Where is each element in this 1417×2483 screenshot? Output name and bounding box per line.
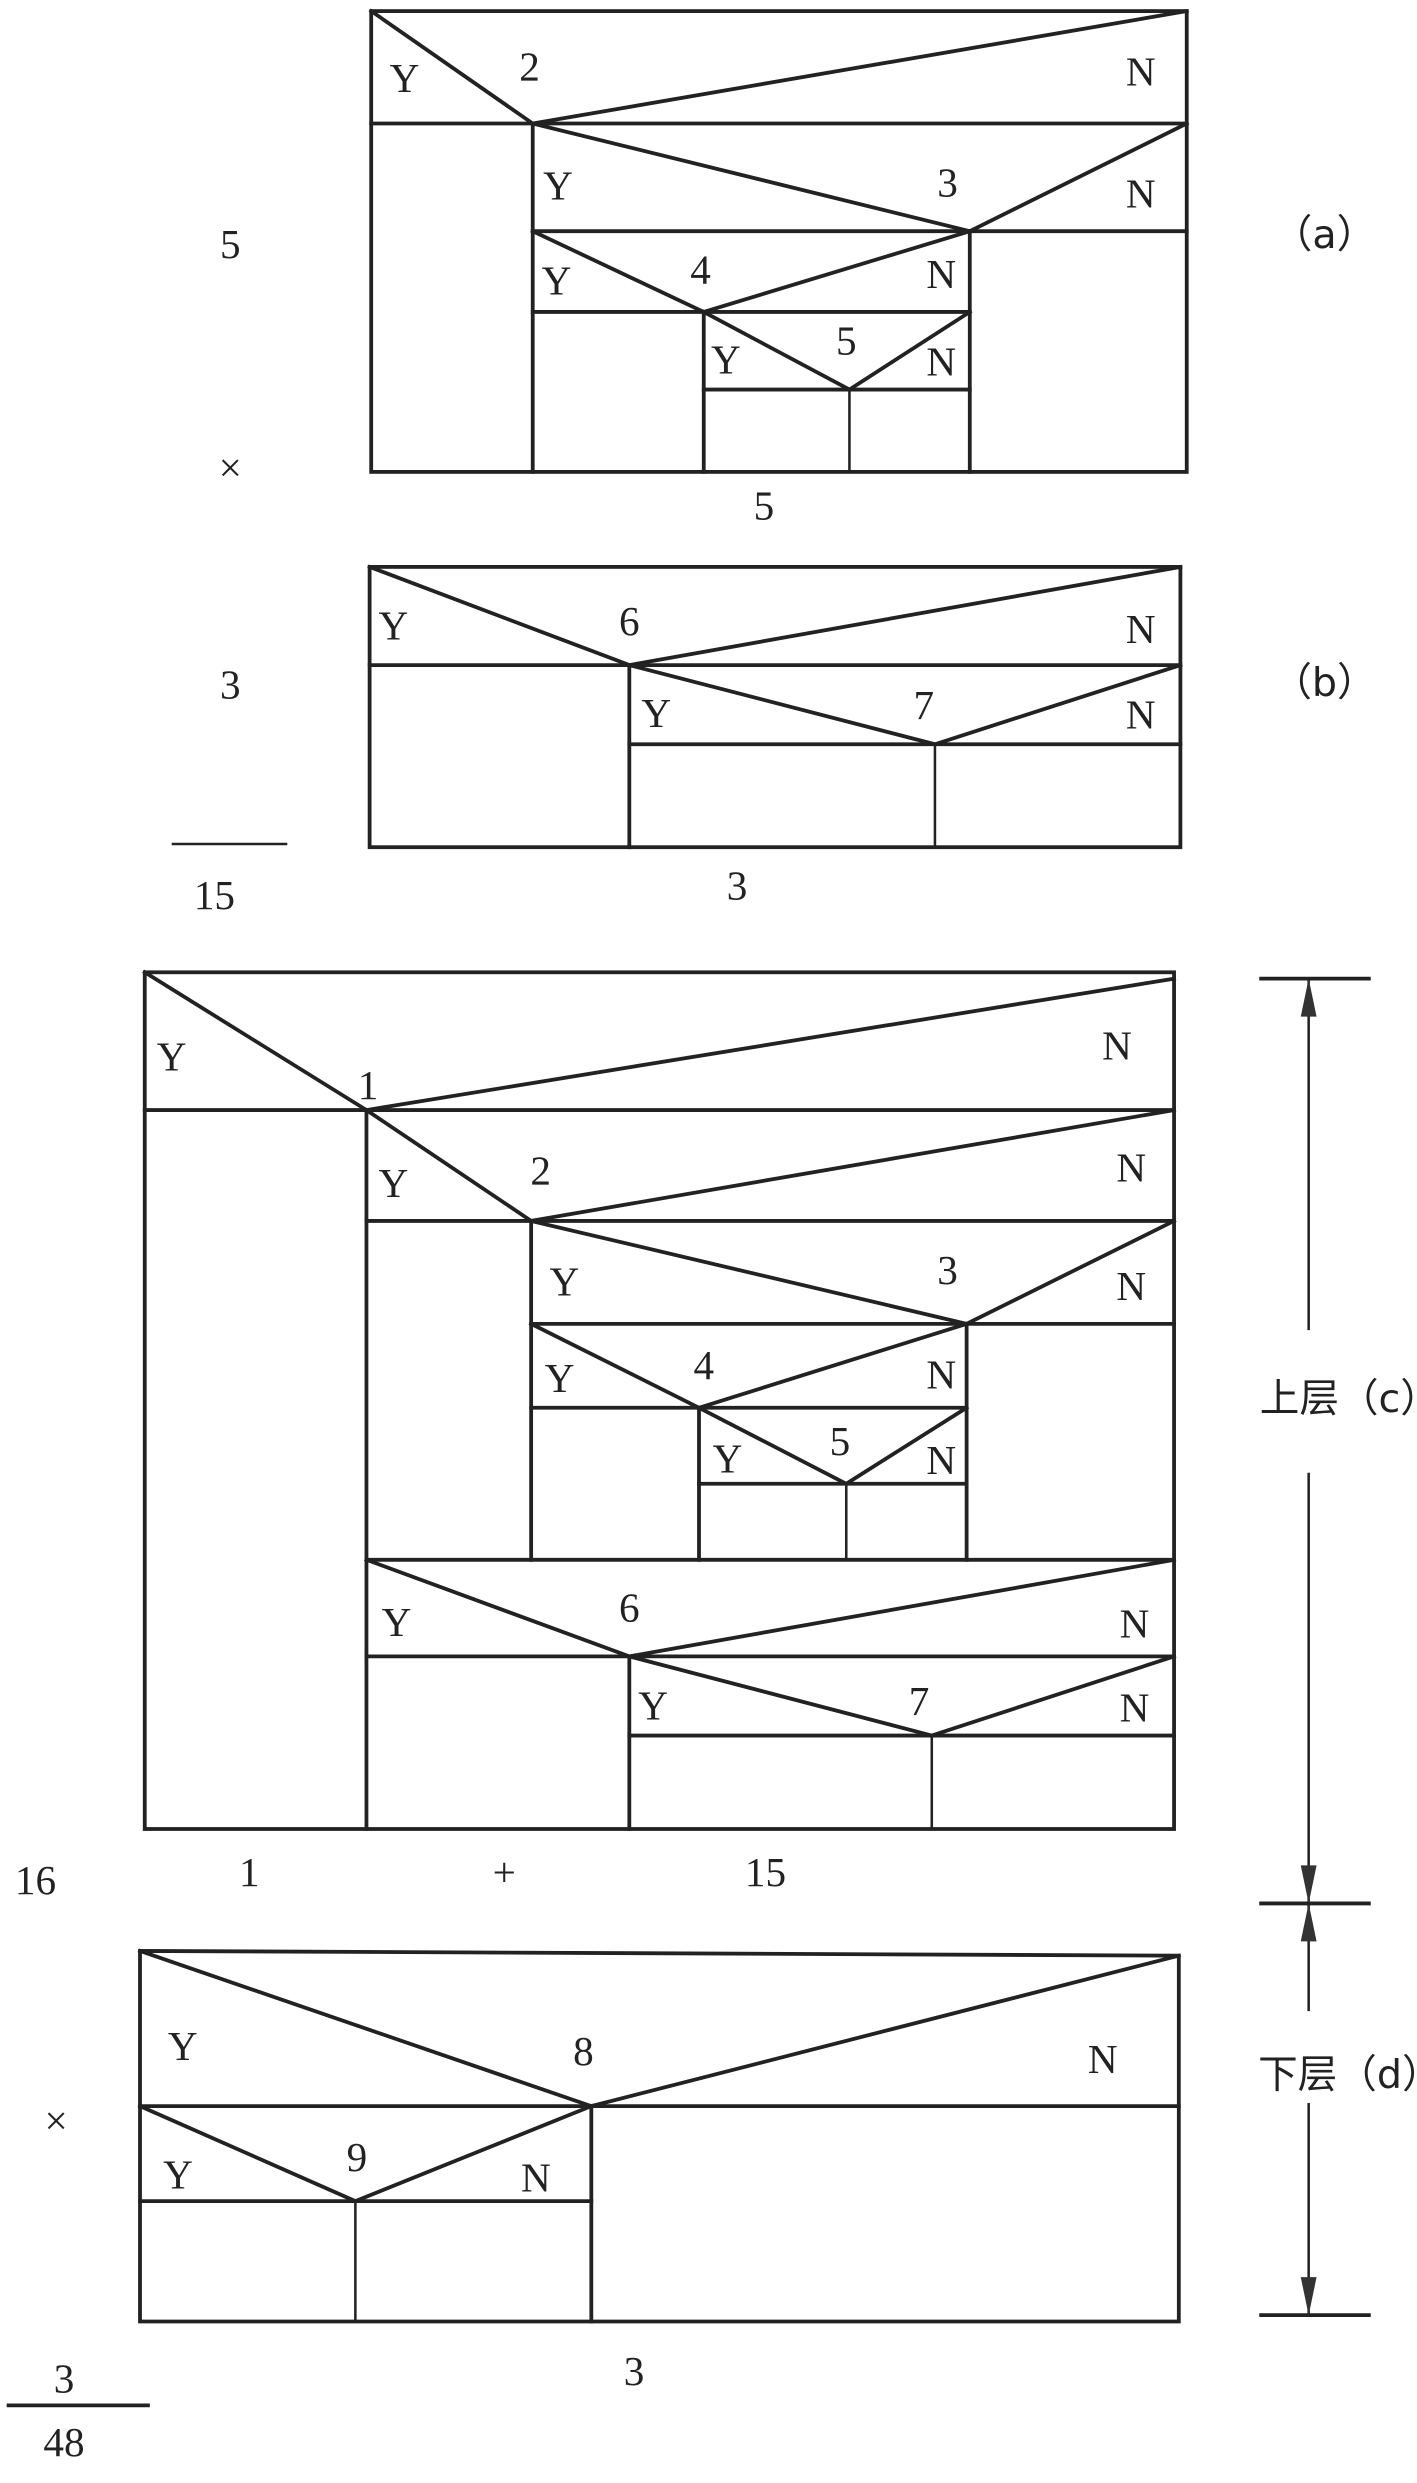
diagram-a-frame bbox=[369, 9, 1189, 474]
no-label: N bbox=[1120, 1600, 1150, 1646]
diagram-b-frame bbox=[367, 565, 1183, 850]
decision-b-7: Y 7 N bbox=[627, 662, 1183, 848]
yes-label: Y bbox=[382, 1599, 412, 1645]
decision-number: 8 bbox=[573, 2028, 594, 2074]
decision-number: 3 bbox=[937, 159, 958, 205]
sum-left: 1 bbox=[239, 1849, 260, 1895]
decision-number: 6 bbox=[619, 1585, 640, 1631]
multiply-operator: × bbox=[219, 444, 242, 490]
no-label: N bbox=[926, 1352, 956, 1398]
yes-label: Y bbox=[545, 1355, 575, 1401]
decision-c-3: Y 3 N bbox=[528, 1218, 1177, 1562]
no-label: N bbox=[1116, 1144, 1146, 1190]
arrow-down-icon bbox=[1300, 1865, 1317, 1904]
decision-c-5: Y 5 N bbox=[696, 1405, 970, 1560]
product: 15 bbox=[194, 872, 235, 918]
decision-number: 7 bbox=[909, 1678, 930, 1724]
decision-a-2: Y 2 N bbox=[368, 8, 1189, 474]
product: 48 bbox=[43, 2419, 84, 2465]
decision-d-9: Y 9 N bbox=[137, 2103, 594, 2322]
multiply-operator: × bbox=[44, 2098, 67, 2144]
decision-number: 1 bbox=[358, 1062, 379, 1108]
decision-b-6: Y 6 N bbox=[367, 564, 1183, 850]
decision-number: 5 bbox=[830, 1418, 851, 1464]
no-label: N bbox=[1120, 1684, 1150, 1730]
decision-number: 5 bbox=[836, 318, 857, 364]
decision-number: 6 bbox=[619, 598, 640, 644]
diagram-b: Y 6 N Y 7 N 3 15 3 （b） bbox=[171, 564, 1377, 918]
diagram-a: Y 2 N Y 3 N Y 4 N Y 5 N 5 × bbox=[219, 8, 1376, 528]
yes-label: Y bbox=[163, 2151, 193, 2197]
caption: （b） bbox=[1272, 660, 1376, 706]
yes-label: Y bbox=[157, 1033, 187, 1079]
no-label: N bbox=[1126, 170, 1156, 216]
bottom-count: 5 bbox=[754, 482, 775, 528]
yes-label: Y bbox=[713, 1436, 743, 1482]
decision-number: 4 bbox=[693, 1342, 714, 1388]
decision-a-5: Y 5 N bbox=[701, 309, 973, 472]
yes-label: Y bbox=[543, 162, 573, 208]
decision-number: 7 bbox=[914, 682, 935, 728]
decision-c-2: Y 2 N bbox=[363, 1107, 1177, 1562]
no-label: N bbox=[926, 338, 956, 384]
decision-a-3: Y 3 N bbox=[530, 120, 1190, 474]
yes-label: Y bbox=[168, 2023, 198, 2069]
left-factor: 3 bbox=[220, 661, 241, 707]
no-label: N bbox=[1126, 691, 1156, 737]
left-factor: 3 bbox=[54, 2356, 75, 2402]
no-label: N bbox=[1116, 1263, 1146, 1309]
arrow-up-icon bbox=[1300, 978, 1317, 1017]
yes-label: Y bbox=[711, 337, 741, 383]
sum-right: 15 bbox=[745, 1849, 786, 1895]
no-label: N bbox=[1126, 606, 1156, 652]
decision-number: 3 bbox=[937, 1247, 958, 1293]
bottom-count: 3 bbox=[727, 862, 748, 908]
dimension-lines bbox=[1259, 976, 1371, 2318]
decision-number: 4 bbox=[690, 246, 711, 292]
diagram-d: Y 8 N Y 9 N × 3 48 3 下层（d） bbox=[6, 1948, 1417, 2465]
diagram-c: Y 1 N Y 2 N Y 3 N Y 4 N bbox=[15, 969, 1417, 1903]
yes-label: Y bbox=[641, 690, 671, 736]
left-total: 16 bbox=[15, 1857, 56, 1903]
decision-d-8: Y 8 N bbox=[137, 1948, 1182, 2324]
caption: （a） bbox=[1273, 212, 1376, 258]
yes-label: Y bbox=[638, 1683, 668, 1729]
no-label: N bbox=[1126, 48, 1156, 94]
decision-c-4: Y 4 N bbox=[528, 1321, 969, 1562]
decision-a-4: Y 4 N bbox=[530, 228, 973, 474]
yes-label: Y bbox=[379, 1160, 409, 1206]
decision-c-7: Y 7 N bbox=[627, 1653, 1177, 1829]
yes-label: Y bbox=[550, 1258, 580, 1304]
no-label: N bbox=[1102, 1022, 1132, 1068]
yes-label: Y bbox=[379, 603, 409, 649]
sum-operator: + bbox=[493, 1849, 516, 1895]
decision-number: 2 bbox=[530, 1147, 551, 1193]
diagram-d-frame bbox=[138, 1949, 1181, 2324]
decision-number: 2 bbox=[519, 44, 540, 90]
caption: 上层（c） bbox=[1260, 1376, 1417, 1422]
caption: 下层（d） bbox=[1258, 2052, 1417, 2098]
yes-label: Y bbox=[542, 257, 572, 303]
decision-number: 9 bbox=[347, 2134, 368, 2180]
diagram-c-frame bbox=[142, 970, 1176, 1831]
decision-c-6: Y 6 N bbox=[364, 1557, 1177, 1831]
no-label: N bbox=[1088, 2036, 1118, 2082]
no-label: N bbox=[926, 251, 956, 297]
left-factor: 5 bbox=[220, 221, 241, 267]
yes-label: Y bbox=[390, 55, 420, 101]
no-label: N bbox=[521, 2155, 551, 2201]
arrow-up-icon bbox=[1300, 1903, 1317, 1942]
bottom-count: 3 bbox=[624, 2348, 645, 2394]
no-label: N bbox=[926, 1437, 956, 1483]
arrow-down-icon bbox=[1300, 2277, 1317, 2316]
